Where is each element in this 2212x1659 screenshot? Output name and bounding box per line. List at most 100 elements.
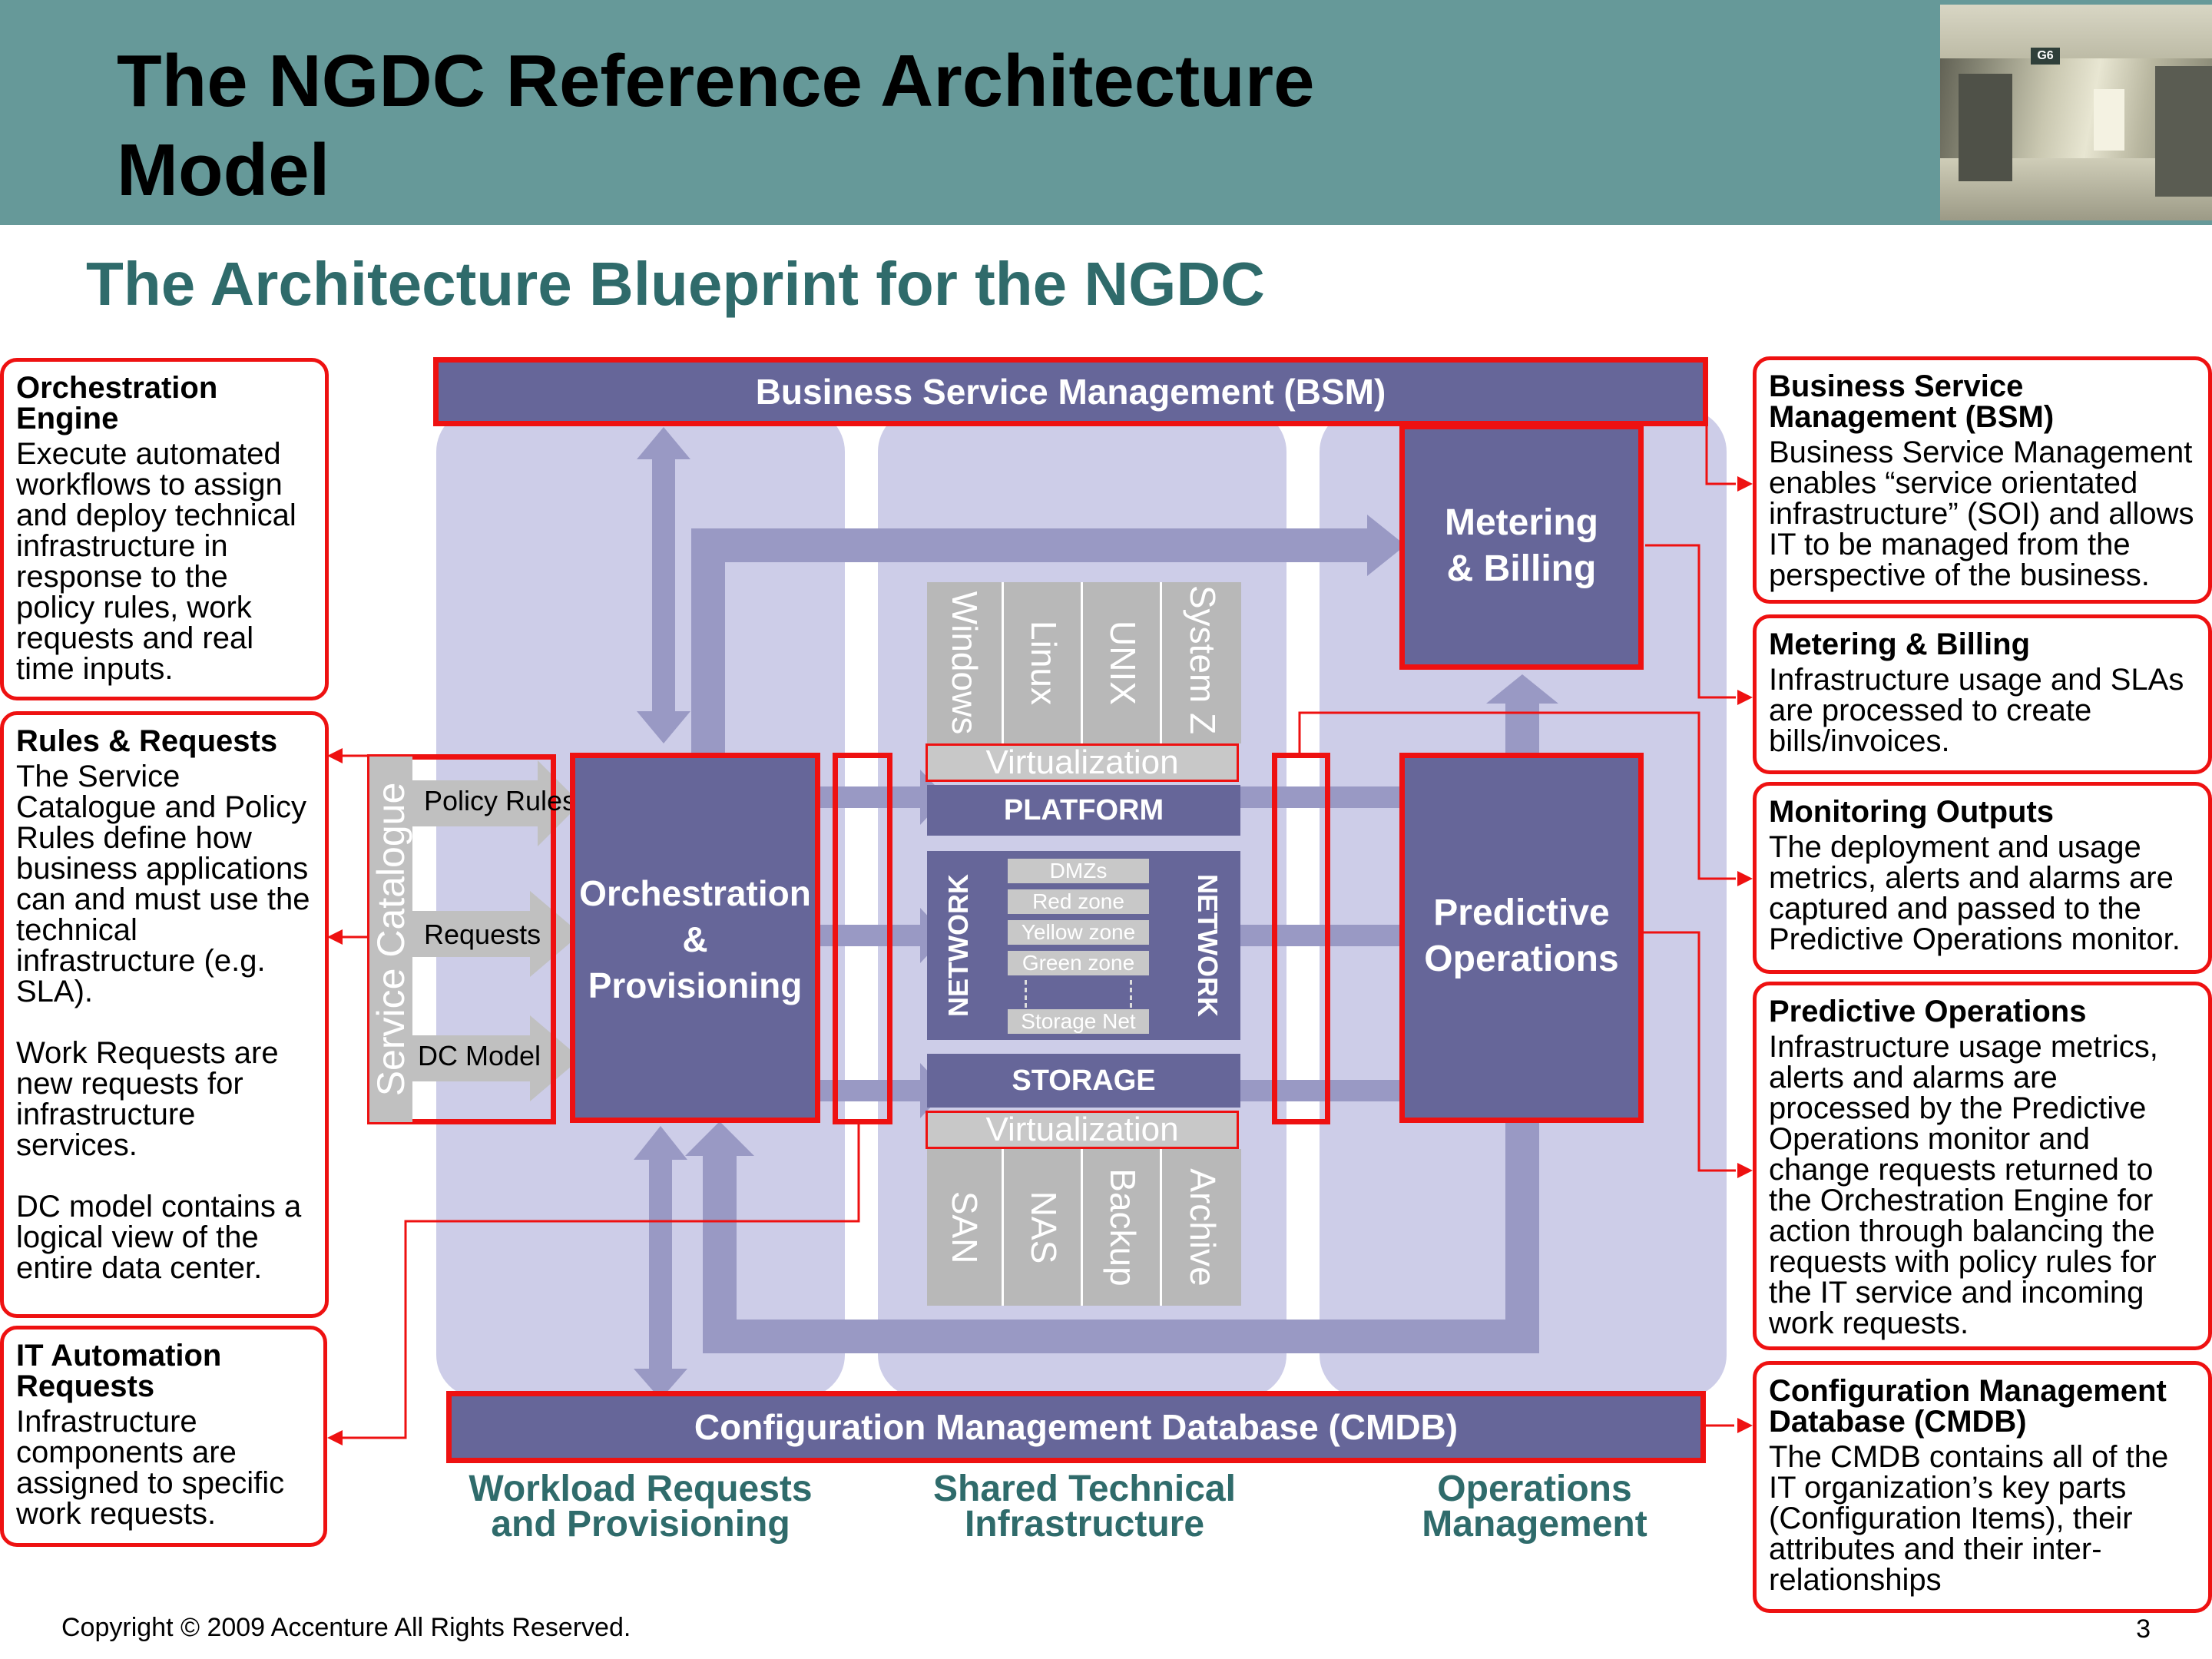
right-box-heading: Metering & Billing [1769, 628, 2030, 661]
cmdb-label: Configuration Management Database (CMDB) [694, 1407, 1459, 1447]
predictive-operations-box: Predictive Operations [1399, 753, 1644, 1123]
orchestration-line-2: & [682, 919, 708, 959]
os-column-unix: UNIX [1085, 582, 1162, 743]
orchestration-line-1: Orchestration [579, 873, 811, 913]
storage-column-san: SAN [927, 1149, 1004, 1306]
right-box-monitoring: Monitoring Outputs The deployment and us… [1753, 782, 2212, 974]
network-right-label: NETWORK [1192, 874, 1224, 1017]
os-systemz-label: System Z [1183, 584, 1223, 734]
os-column-systemz: System Z [1164, 582, 1241, 743]
metering-billing-box: Metering & Billing [1399, 424, 1644, 670]
left-box-heading: IT Automation Requests [16, 1339, 222, 1403]
bsm-bar: Business Service Management (BSM) [433, 357, 1708, 426]
header-banner [0, 0, 2212, 225]
virtualization-top-label: Virtualization [985, 743, 1179, 781]
right-box-bsm: Business Service Management (BSM) Busine… [1753, 356, 2212, 604]
lane-label-infrastructure: Shared Technical Infrastructure [892, 1469, 1277, 1545]
red-arrowhead-rules [327, 748, 343, 763]
left-box-it-automation: IT Automation Requests Infrastructure co… [0, 1326, 327, 1547]
red-arrowhead-cmdb [1737, 1418, 1753, 1433]
right-box-body: Infrastructure usage and SLAs are proces… [1769, 663, 2184, 758]
os-linux-label: Linux [1023, 621, 1064, 705]
predictive-label: Predictive Operations [1424, 892, 1619, 979]
lane-label-operations-line1: Operations [1437, 1469, 1632, 1509]
cmdb-bar: Configuration Management Database (CMDB) [446, 1391, 1706, 1463]
lane-label-workload: Workload Requests and Provisioning [449, 1469, 833, 1545]
left-box-body: DC model contains a logical view of the … [16, 1190, 302, 1285]
metering-label: Metering & Billing [1444, 502, 1598, 589]
storage-column-archive: Archive [1164, 1149, 1241, 1306]
platform-label: PLATFORM [1003, 794, 1164, 826]
orchestration-line-3: Provisioning [588, 965, 803, 1005]
right-box-body: Infrastructure usage metrics, alerts and… [1769, 1030, 2158, 1340]
photo-ceiling [1940, 5, 2212, 58]
right-box-heading: Monitoring Outputs [1769, 795, 2055, 829]
storage-archive-label: Archive [1183, 1168, 1223, 1286]
os-unix-label: UNIX [1102, 621, 1143, 705]
lane-label-workload-line1: Workload Requests [469, 1469, 813, 1509]
right-box-predictive: Predictive Operations Infrastructure usa… [1753, 982, 2212, 1350]
network-left-label: NETWORK [942, 874, 974, 1017]
bsm-label: Business Service Management (BSM) [755, 372, 1386, 412]
zone-yellow: Yellow zone [1008, 920, 1149, 945]
right-box-body: The CMDB contains all of the IT organiza… [1769, 1440, 2169, 1597]
transfer-frame-right [1272, 753, 1330, 1124]
right-box-heading: Predictive Operations [1769, 995, 2087, 1028]
right-box-body: Business Service Management enables “ser… [1769, 435, 2194, 592]
virtualization-bottom-label: Virtualization [985, 1111, 1179, 1148]
right-box-body: The deployment and usage metrics, alerts… [1769, 830, 2181, 956]
requests-label: Requests [424, 919, 541, 950]
storage-column-nas: NAS [1006, 1149, 1083, 1306]
network-right-label-wrap: NETWORK [1180, 854, 1235, 1037]
storage-nas-label: NAS [1023, 1190, 1064, 1264]
dc-model-label: DC Model [418, 1040, 541, 1071]
left-box-heading: Rules & Requests [16, 724, 278, 758]
os-panel [927, 582, 1241, 743]
os-column-windows: Windows [927, 582, 1004, 743]
lane-label-infrastructure-line2: Infrastructure [964, 1504, 1205, 1545]
red-arrowhead-it-automation [327, 1430, 343, 1445]
right-box-cmdb: Configuration Management Database (CMDB)… [1753, 1361, 2212, 1613]
left-box-heading: Orchestration Engine [16, 371, 218, 435]
transfer-frame-left [833, 753, 892, 1124]
page-title: The NGDC Reference Architecture Model [117, 37, 1653, 215]
red-arrowhead-predictive [1737, 1163, 1753, 1178]
title-line-2: Model [117, 129, 330, 211]
page-number: 3 [2136, 1614, 2151, 1644]
left-box-body: Execute automated workflows to assign an… [16, 437, 296, 686]
red-arrowhead-monitoring [1737, 871, 1753, 886]
platform-bar: PLATFORM [927, 785, 1240, 836]
datacenter-photo: G6 [1940, 5, 2212, 220]
storage-bar: STORAGE [927, 1054, 1240, 1108]
subtitle: The Architecture Blueprint for the NGDC [86, 250, 1265, 318]
service-catalogue-bar: Service Catalogue [369, 757, 412, 1122]
os-column-linux: Linux [1006, 582, 1083, 743]
left-box-orchestration-engine: Orchestration Engine Execute automated w… [0, 358, 329, 700]
zone-storage-net: Storage Net [1008, 1009, 1149, 1034]
left-box-body: Infrastructure components are assigned t… [16, 1405, 285, 1531]
right-box-heading: Business Service Management (BSM) [1769, 369, 2055, 434]
zone-green: Green zone [1008, 951, 1149, 975]
photo-sign: G6 [2031, 48, 2060, 65]
policy-rules-label: Policy Rules [424, 785, 577, 816]
storage-column-backup: Backup [1085, 1149, 1162, 1306]
virtualization-bottom: Virtualization [926, 1111, 1239, 1149]
lane-label-operations: Operations Management [1343, 1469, 1727, 1545]
storage-media-panel [927, 1149, 1241, 1306]
zone-red: Red zone [1008, 889, 1149, 914]
orchestration-provisioning-box: Orchestration & Provisioning [570, 753, 820, 1123]
right-box-heading: Configuration Management Database (CMDB) [1769, 1374, 2167, 1439]
right-box-metering: Metering & Billing Infrastructure usage … [1753, 614, 2212, 774]
left-box-rules-requests: Rules & Requests The Service Catalogue a… [0, 711, 329, 1318]
red-arrowhead-metering [1737, 690, 1753, 705]
photo-rack [2155, 66, 2212, 197]
left-box-body: Work Requests are new requests for infra… [16, 1036, 279, 1162]
red-arrowhead-rules-2 [327, 929, 343, 945]
os-windows-label: Windows [944, 591, 985, 735]
storage-san-label: SAN [944, 1190, 985, 1264]
lane-label-operations-line2: Management [1422, 1504, 1647, 1545]
network-left-label-wrap: NETWORK [931, 854, 986, 1037]
lane-label-workload-line2: and Provisioning [491, 1504, 790, 1545]
lane-label-infrastructure-line1: Shared Technical [933, 1469, 1236, 1509]
virtualization-top: Virtualization [926, 743, 1239, 782]
